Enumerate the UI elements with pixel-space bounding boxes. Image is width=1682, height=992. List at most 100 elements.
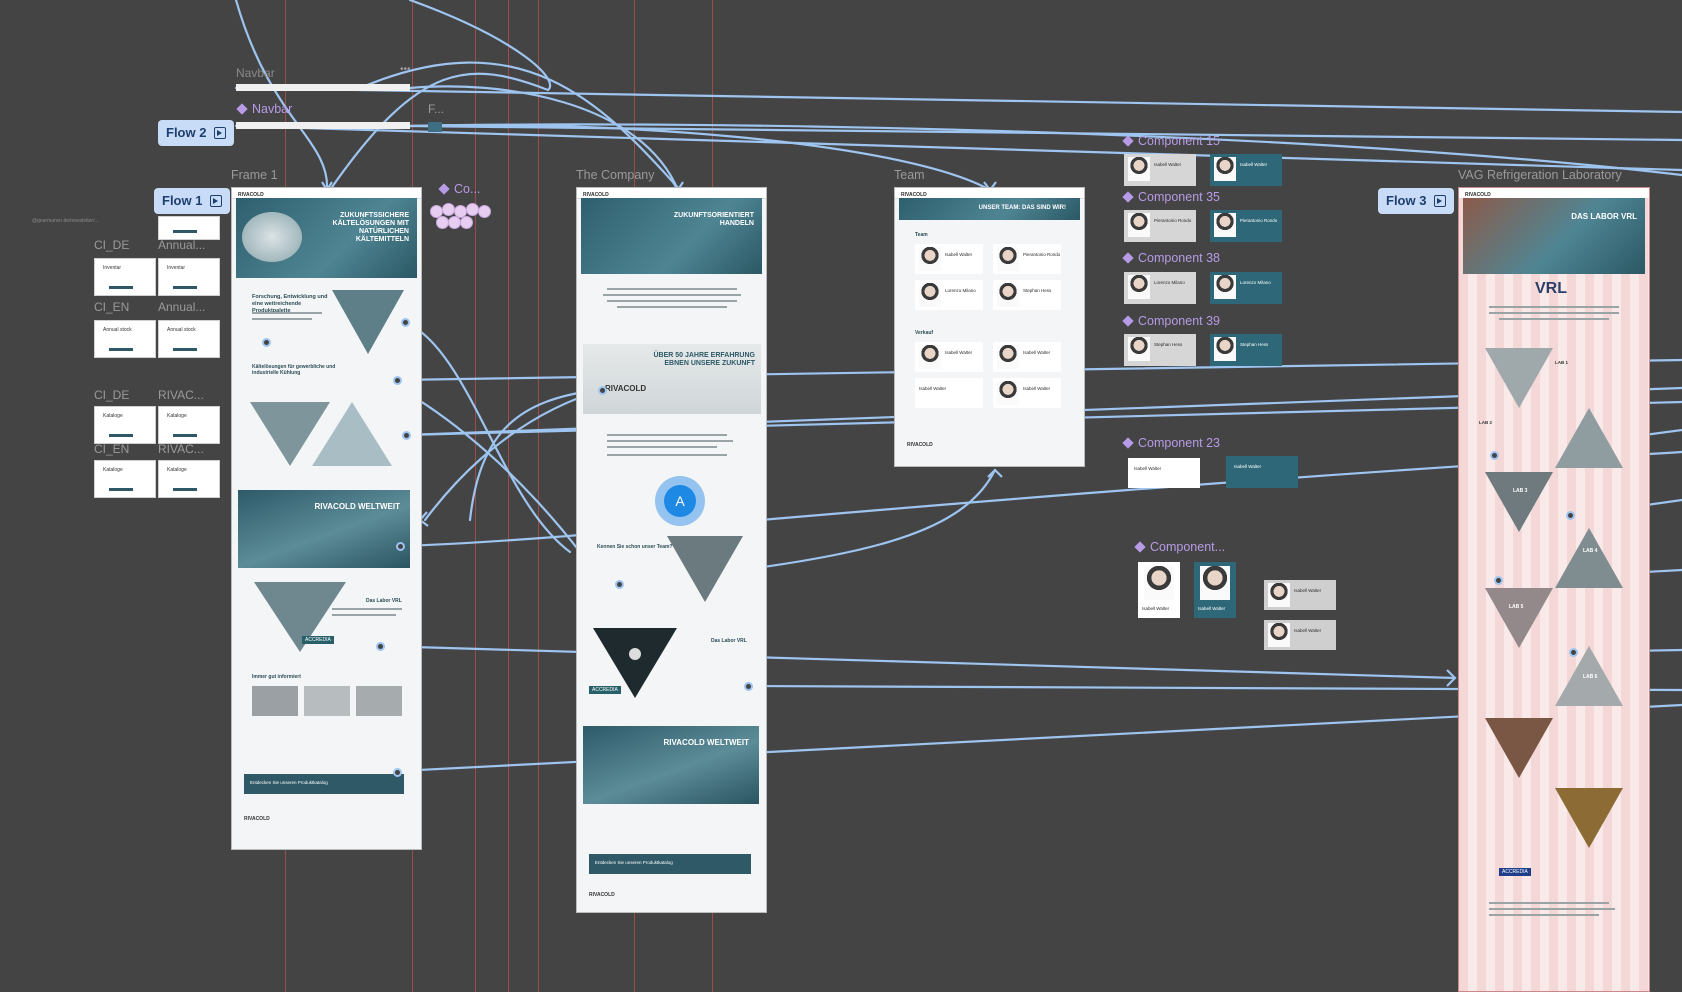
mini-card-button [173,230,197,233]
team-member-card[interactable]: Isabell Walter [993,342,1061,372]
component-variant[interactable]: Isabell Walter [1264,620,1336,650]
text-line [607,288,737,290]
mini-card-text: Inventar [103,265,122,271]
component-variant[interactable]: Isabell Walter [1194,562,1236,618]
component-title: Component 15 [1138,134,1221,148]
team-member-card[interactable]: Isabell Walter [915,244,983,274]
mini-card[interactable]: Kataloge [94,406,156,444]
mini-card[interactable]: Inventar [158,258,220,296]
component-icon [1122,437,1134,449]
team-page[interactable]: RIVACOLD UNSER TEAM: DAS SIND WIR! Team … [894,187,1085,467]
component-variant[interactable]: Stephan Hess [1124,334,1196,366]
team-member-card[interactable]: Isabell Walter [993,378,1061,408]
connection-hotspot[interactable] [396,542,405,551]
connection-hotspot[interactable] [393,376,402,385]
text-line [607,440,733,442]
play-icon[interactable] [629,648,641,660]
mini-card[interactable]: Kataloge [158,406,220,444]
connection-hotspot[interactable] [744,682,753,691]
member-name: Lorenzo Milano [1240,280,1271,285]
flow-2-badge[interactable]: Flow 2 [158,120,235,146]
mini-card-text: Annual stock [103,327,132,333]
mini-card[interactable]: Inventar [94,258,156,296]
connection-hotspot[interactable] [598,386,607,395]
component-variant[interactable]: Pierantonio Rondo [1210,210,1282,242]
member-name: Isabell Walter [1142,606,1170,611]
mini-card-stub[interactable] [158,216,220,240]
frame-1-page[interactable]: RIVACOLD ZUKUNFTSSICHERE KÄLTELÖSUNGEN M… [231,187,422,850]
component-variant[interactable]: Pierantonio Rondo [1124,210,1196,242]
navbar-component-label: Navbar [236,102,292,116]
component-variant[interactable]: Isabell Walter [1264,580,1336,610]
flow-3-badge[interactable]: Flow 3 [1378,188,1455,214]
news-heading: Immer gut informiert [252,674,301,680]
lab-triangle [1555,528,1623,588]
member-photo [997,283,1019,307]
team-member-card[interactable]: Isabell Walter [915,378,983,408]
team-member-card[interactable]: Isabell Walter [915,342,983,372]
annual-label-2: Annual... [158,300,206,314]
component-variant[interactable]: Isabell Walter [1138,562,1180,618]
component-39-label: Component 39 [1122,314,1220,328]
f-frame-thumb[interactable] [428,122,442,132]
component-variant[interactable]: Lorenzo Milano [1210,272,1282,304]
member-photo [1268,583,1290,607]
connection-hotspot[interactable] [376,642,385,651]
connection-hotspot[interactable] [1569,648,1578,657]
team-member-card[interactable]: Stephan Hess [993,280,1061,310]
mini-card-text: Kataloge [103,467,123,473]
member-photo [1128,157,1150,181]
member-name: Isabell Walter [1154,162,1182,167]
member-photo [1214,157,1236,181]
ci-de-label-2: CI_DE [94,388,130,402]
section-heading: Forschung, Entwicklung und eine weitreic… [252,294,328,314]
text-line [332,608,402,610]
connection-hotspot[interactable] [401,318,410,327]
mini-card[interactable]: Annual stock [94,320,156,358]
company-frame-title: The Company [576,168,655,182]
connection-hotspot[interactable] [393,768,402,777]
text-line [603,294,741,296]
layout-guide [508,0,509,992]
navbar-component-bar[interactable] [236,122,410,129]
mini-card-button [109,286,133,289]
member-photo [1200,566,1230,600]
component-icon [438,183,450,195]
component-variant[interactable]: Lorenzo Milano [1124,272,1196,304]
component-variant[interactable]: Stephan Hess [1210,334,1282,366]
component-variant[interactable]: Isabell Walter [1124,154,1196,186]
collaborator-avatar[interactable]: A [664,485,696,517]
connection-hotspot[interactable] [1494,576,1503,585]
mini-card[interactable]: Kataloge [158,460,220,498]
team-member-card[interactable]: Lorenzo Milano [915,280,983,310]
connection-hotspot[interactable] [615,580,624,589]
connection-hotspot[interactable] [262,338,271,347]
mini-card[interactable]: Annual stock [158,320,220,358]
mini-card-text: Kataloge [103,413,123,419]
lab-triangle [1485,588,1553,648]
flow-2-label: Flow 2 [166,125,207,140]
map-heading: RIVACOLD WELTWEIT [314,502,400,511]
connection-hotspot[interactable] [1490,451,1499,460]
component-variant[interactable]: Isabell Walter [1210,154,1282,186]
component-variant[interactable]: Isabell Walter [1128,458,1200,488]
connection-hotspot[interactable] [1566,511,1575,520]
mini-card[interactable]: Kataloge [94,460,156,498]
connection-hotspot[interactable] [402,431,411,440]
f-frame-label: F... [428,102,445,116]
vrl-page[interactable]: RIVACOLD DAS LABOR VRL VRL LAB 1 LAB 2 L… [1458,187,1650,992]
rivacold-logo: RIVACOLD [901,192,927,198]
component-variant[interactable]: Isabell Walter [1226,456,1298,488]
member-photo [997,247,1019,271]
team-member-card[interactable]: Pierantonio Rondo [993,244,1061,274]
navbar-ghost-bar[interactable] [236,84,410,91]
flow-1-badge[interactable]: Flow 1 [154,188,231,214]
hero-heading: ZUKUNFTSSICHERE KÄLTELÖSUNGEN MIT NATÜRL… [332,212,409,243]
member-name: Stephan Hess [1240,342,1269,347]
mini-card-button [173,348,197,351]
section-heading: Kältelösungen für gewerbliche und indust… [252,364,336,376]
member-photo [1214,213,1236,237]
co-component-cluster[interactable] [430,203,496,229]
company-page[interactable]: RIVACOLD ZUKUNFTSORIENTIERT HANDELN ÜBER… [576,187,767,913]
flow-1-label: Flow 1 [162,193,203,208]
